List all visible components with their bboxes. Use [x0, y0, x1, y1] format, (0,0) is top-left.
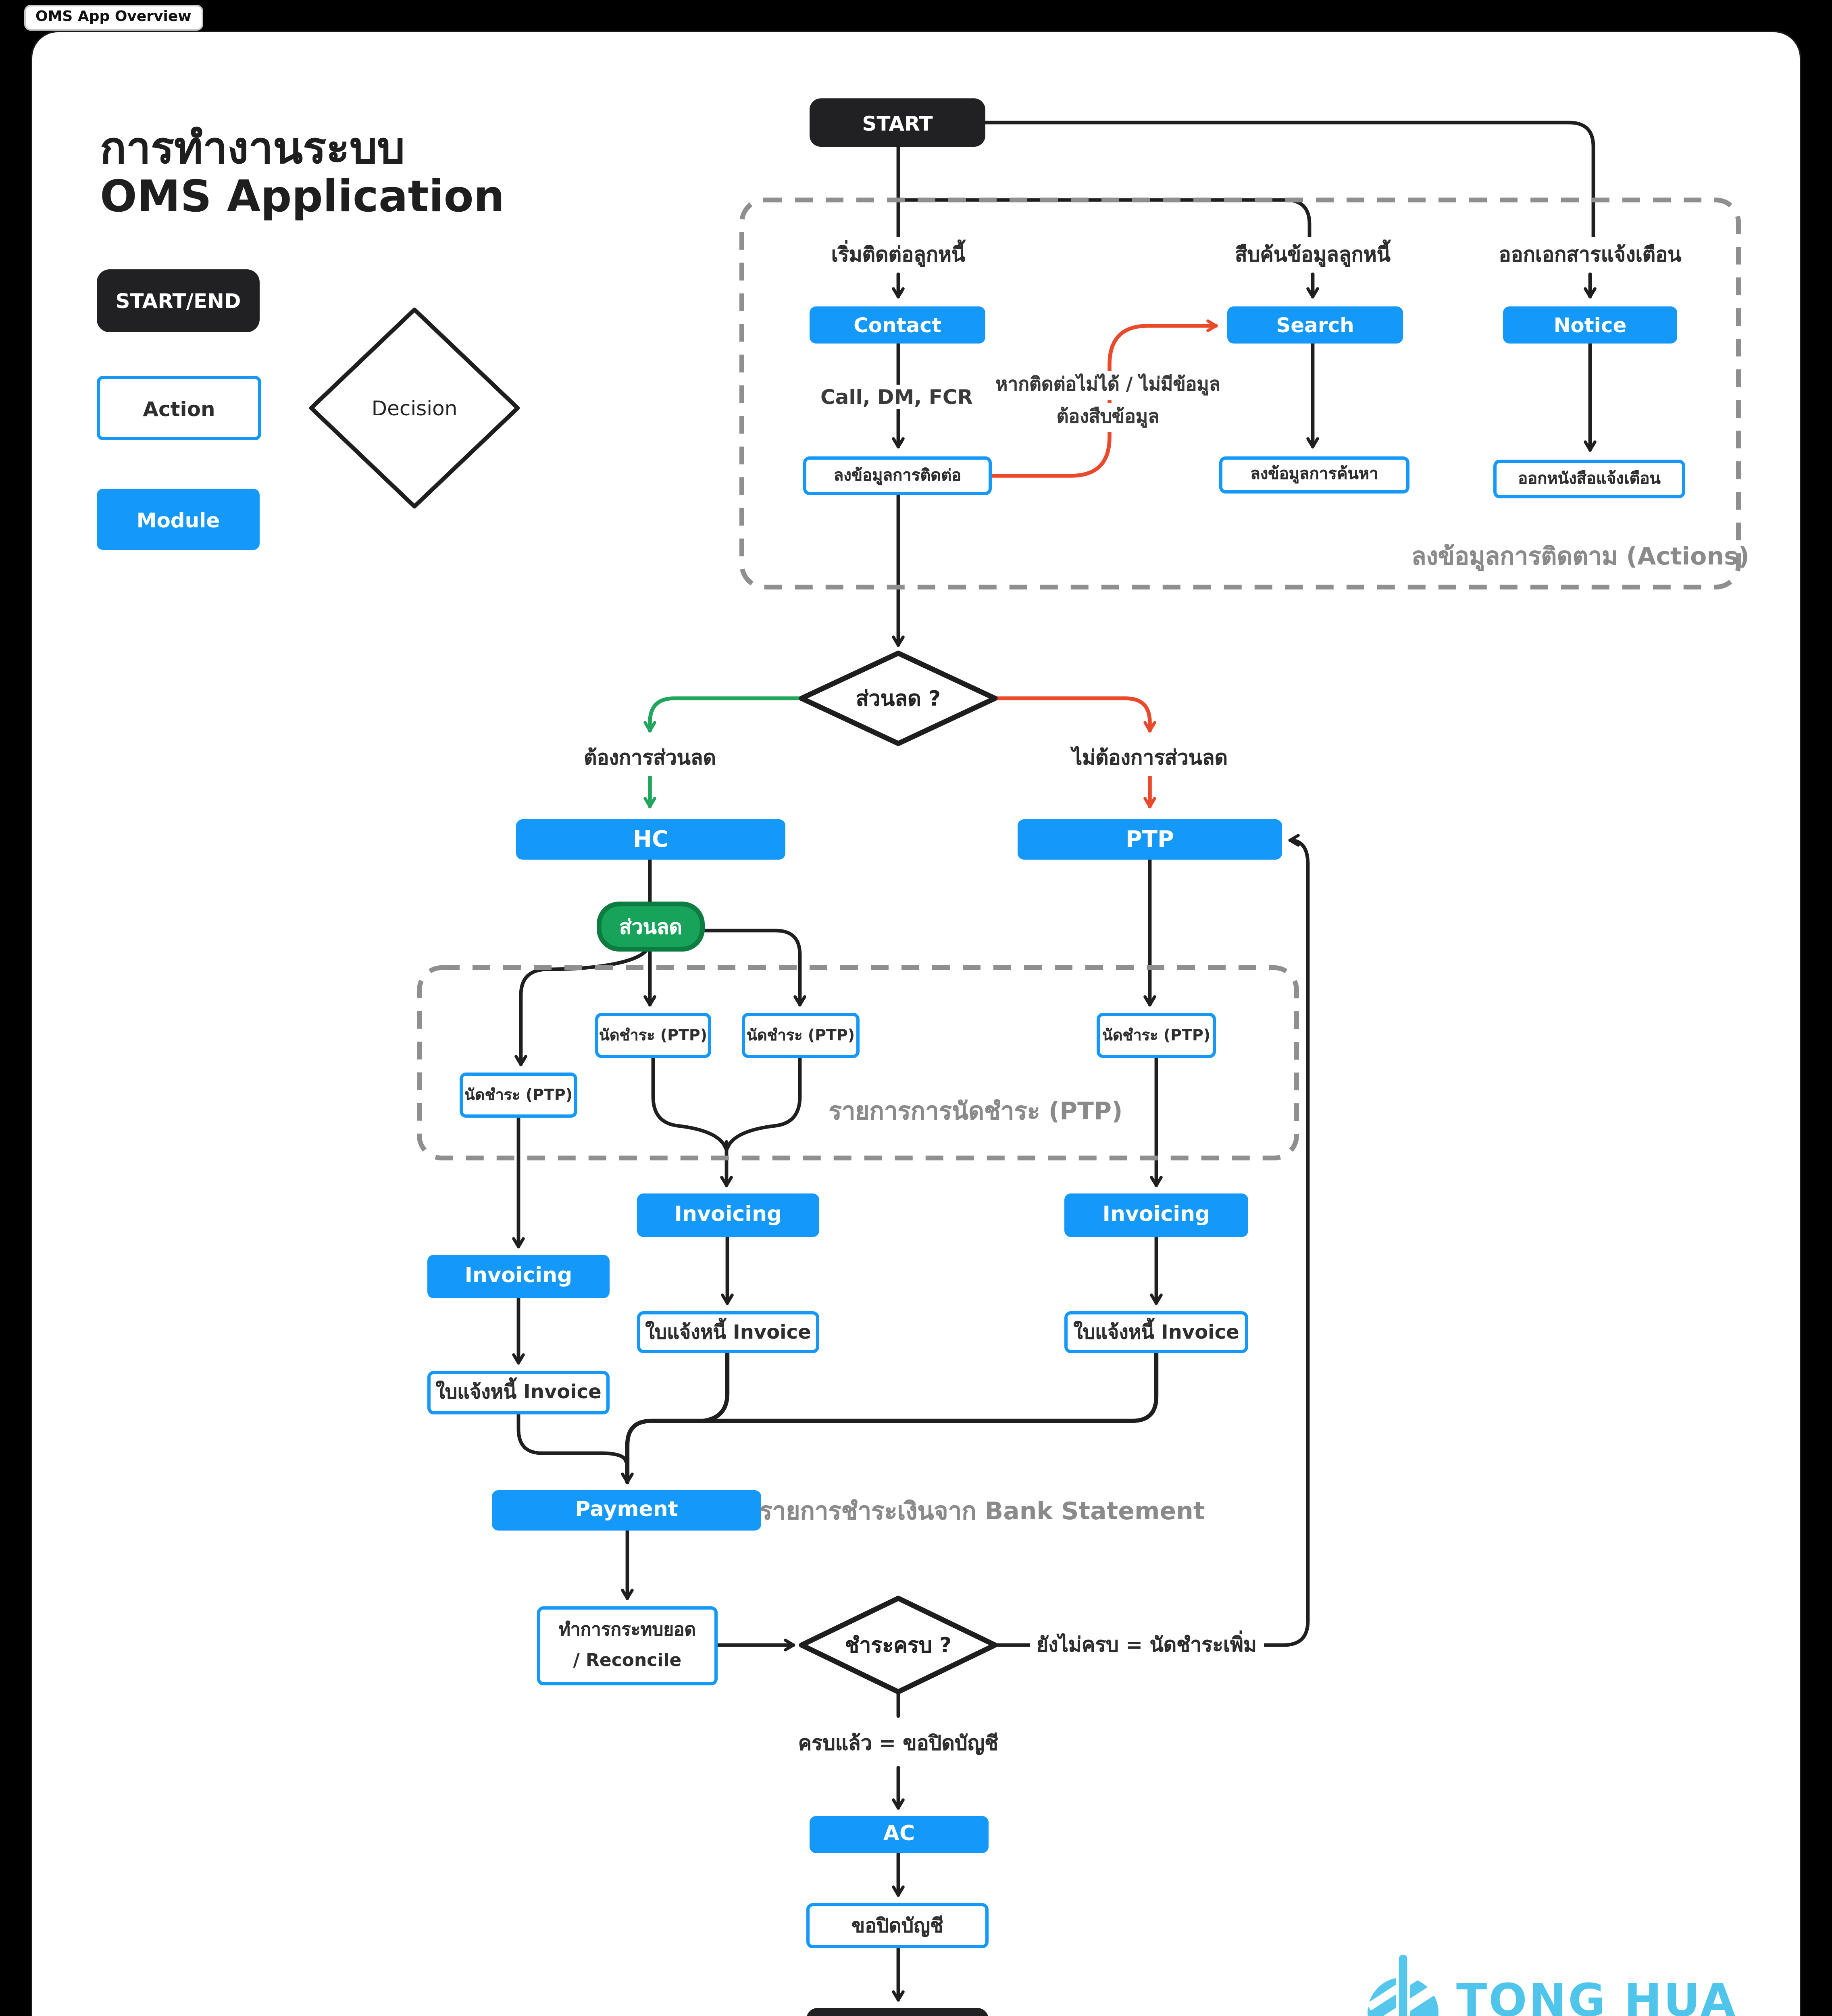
contact-methods-label: Call, DM, FCR — [815, 385, 978, 409]
legend-action: Action — [97, 376, 261, 440]
module-invoicing-mid: Invoicing — [637, 1193, 819, 1237]
action-close-account: ขอปิดบัญชี — [806, 1903, 989, 1948]
module-payment: Payment — [492, 1490, 761, 1531]
branch-label-contact: เริ่มติดต่อลูกหนี้ — [824, 237, 972, 273]
ptp-item-left: นัดชำระ (PTP) — [460, 1073, 577, 1118]
discount-yes-label: ต้องการส่วนลด — [577, 740, 723, 776]
discount-decision-label: ส่วนลด ? — [856, 688, 941, 712]
logo-company-name: TONG HUA — [1456, 1974, 1737, 2016]
actions-section-label: ลงข้อมูลการติดตาม (Actions) — [1411, 542, 1750, 571]
page-title-line1: การทำงานระบบ — [100, 124, 405, 174]
reconcile-line1: ทำการกระทบยอด — [558, 1619, 696, 1640]
payment-note-label: รายการชำระเงินจาก Bank Statement — [759, 1497, 1205, 1526]
module-search: Search — [1227, 306, 1403, 344]
branch-label-search: สืบค้นข้อมูลลูกหนี้ — [1228, 237, 1397, 273]
paid-label: ครบแล้ว = ขอปิดบัญชี — [791, 1726, 1005, 1761]
reconcile-line2: / Reconcile — [573, 1649, 682, 1670]
module-notice: Notice — [1503, 306, 1677, 344]
action-reconcile: ทำการกระทบยอด / Reconcile — [537, 1606, 718, 1685]
action-issue-notice: ออกหนังสือแจ้งเตือน — [1493, 460, 1685, 498]
module-invoicing-left: Invoicing — [427, 1255, 610, 1298]
legend-start-end: START/END — [97, 269, 260, 332]
module-ptp: PTP — [1018, 819, 1282, 860]
ptp-item-right: นัดชำระ (PTP) — [1097, 1013, 1216, 1058]
not-paid-label: ยังไม่ครบ = นัดชำระเพิ่ม — [1030, 1627, 1263, 1663]
start-node: START — [810, 98, 985, 147]
legend-decision-label: Decision — [371, 396, 458, 420]
page-title-line2: OMS Application — [100, 173, 505, 223]
module-invoicing-right: Invoicing — [1064, 1193, 1248, 1237]
invoice-doc-right: ใบแจ้งหนี้ Invoice — [1064, 1311, 1248, 1353]
discount-pill: ส่วนลด — [597, 902, 705, 952]
action-log-contact: ลงข้อมูลการติดต่อ — [803, 456, 992, 495]
paid-decision-label: ชำระครบ ? — [845, 1635, 952, 1659]
legend-module: Module — [97, 489, 260, 550]
end-node: END — [806, 2008, 989, 2016]
invoice-doc-left: ใบแจ้งหนี้ Invoice — [427, 1371, 610, 1414]
ptp-item-mid1: นัดชำระ (PTP) — [595, 1013, 711, 1058]
branch-label-notice: ออกเอกสารแจ้งเตือน — [1492, 237, 1688, 273]
action-log-search: ลงข้อมูลการค้นหา — [1219, 456, 1409, 494]
module-hc: HC — [516, 819, 785, 860]
search-note-line1: หากติดต่อไม่ได้ / ไม่มีข้อมูล — [991, 371, 1225, 400]
discount-no-label: ไม่ต้องการส่วนลด — [1065, 740, 1235, 776]
invoice-doc-mid: ใบแจ้งหนี้ Invoice — [637, 1311, 819, 1353]
search-note-line2: ต้องสืบข้อมูล — [1051, 403, 1164, 432]
page-tab-chip[interactable]: OMS App Overview — [24, 5, 203, 31]
ptp-section-label: รายการการนัดชำระ (PTP) — [829, 1097, 1123, 1126]
ptp-item-mid2: นัดชำระ (PTP) — [742, 1013, 860, 1058]
module-contact: Contact — [810, 306, 985, 344]
module-ac: AC — [810, 1816, 989, 1853]
